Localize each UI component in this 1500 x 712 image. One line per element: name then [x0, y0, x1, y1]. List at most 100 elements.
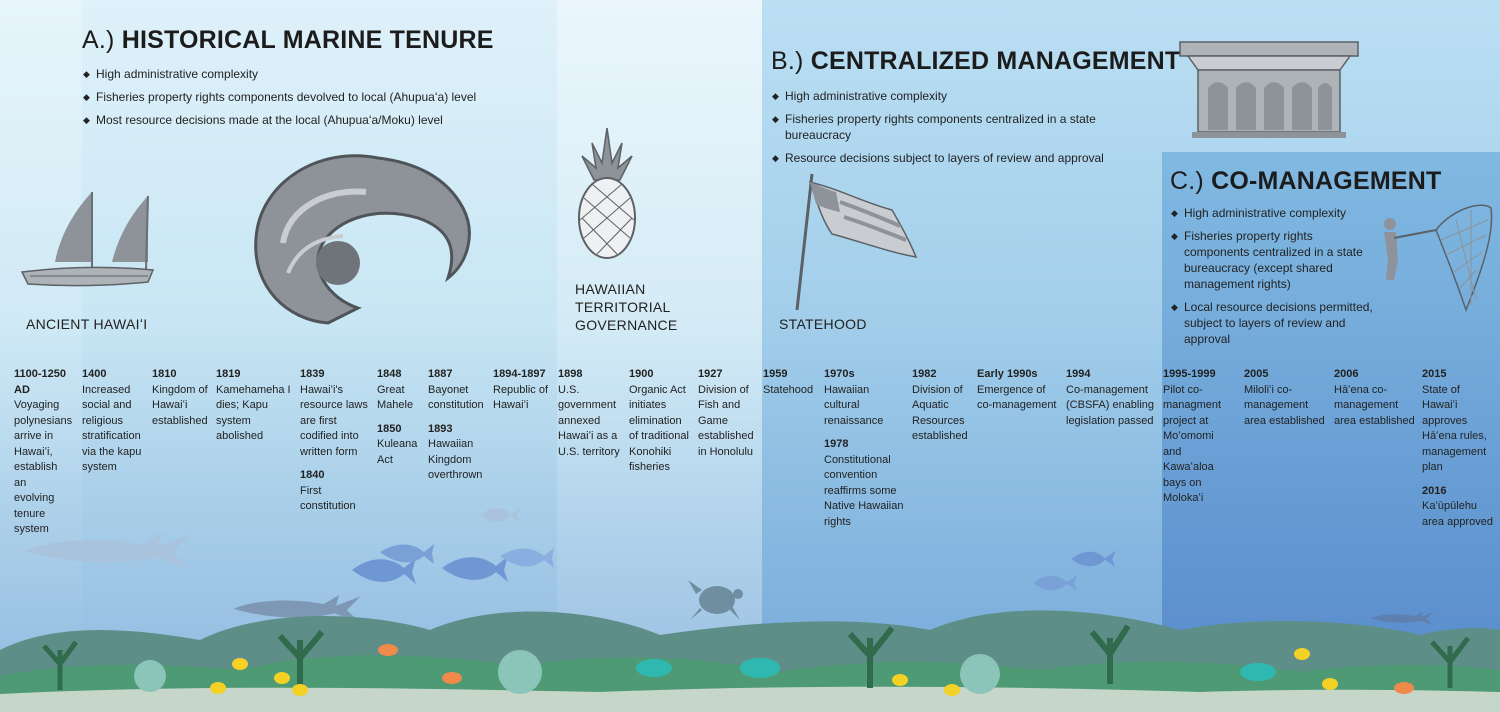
section-b-prefix: B.) [771, 47, 804, 75]
event-year: 1819 [216, 368, 241, 380]
bullet: ◆High administrative complexity [1171, 206, 1347, 220]
timeline-event: 1927 Division of Fish and Game establish… [698, 367, 758, 460]
event-text: Hawaiian cultural renaissance [824, 383, 884, 427]
shark-icon [24, 533, 190, 569]
event-year: 1982 [912, 368, 937, 380]
turtle-icon [688, 580, 743, 620]
timeline-event: 1848 Great Mahele 1850 Kuleana Act [377, 367, 423, 468]
event-text: Hawaiʻi's resource laws are first codifi… [300, 383, 368, 458]
timeline-event: 1898 U.S. government annexed Hawaiʻi as … [558, 367, 622, 460]
section-c-prefix: C.) [1170, 167, 1204, 195]
event-year: 2005 [1244, 368, 1269, 380]
event-text: Organic Act initiates elimination of tra… [629, 383, 689, 474]
event-year: 1995-1999 [1163, 368, 1216, 380]
event-text: Kamehameha I dies; Kapu system abolished [216, 383, 291, 443]
bullet-text: Local resource decisions permitted, subj… [1184, 300, 1373, 346]
event-year: Early 1990s [977, 368, 1038, 380]
timeline-event: 1959 Statehood [763, 367, 819, 398]
event-year: 1810 [152, 368, 177, 380]
bullet: ◆High administrative complexity [83, 67, 259, 81]
event-year: 1970s [824, 368, 855, 380]
fish-icon [352, 544, 554, 584]
timeline-event: 1100-1250 AD Voyaging polynesians arrive… [14, 367, 73, 538]
event-text: First constitution [300, 484, 356, 513]
capitol-building-icon [1179, 41, 1359, 138]
event-text: Division of Fish and Game established in… [698, 383, 754, 458]
event-text: Kuleana Act [377, 438, 418, 466]
timeline-event: 2005 Miloliʻi co-management area establi… [1244, 367, 1328, 429]
timeline-event: 1900 Organic Act initiates elimination o… [629, 367, 693, 476]
timeline-event: 1970s Hawaiian cultural renaissance 1978… [824, 367, 906, 530]
event-text: Pilot co-managment project at Moʻomomi a… [1163, 383, 1222, 505]
shark-icon [233, 595, 361, 623]
event-text: Division of Aquatic Resources establishe… [912, 383, 968, 443]
timeline-event: 1887 Bayonet constitution 1893 Hawaiian … [428, 367, 488, 484]
event-year: 1898 [558, 368, 583, 380]
flag-icon [795, 173, 918, 311]
bullet-text: Most resource decisions made at the loca… [96, 113, 443, 127]
timeline-event: 2006 Hāʻena co-management area establish… [1334, 367, 1418, 429]
section-a-prefix: A.) [82, 26, 115, 54]
event-text: Increased social and religious stratific… [82, 383, 142, 474]
event-year: 1894-1897 [493, 368, 546, 380]
section-b-bullets: ◆High administrative complexity ◆Fisheri… [771, 88, 1161, 173]
section-a-bullets: ◆High administrative complexity ◆Fisheri… [82, 66, 552, 135]
timeline-event: Early 1990s Emergence of co-management [977, 367, 1061, 414]
event-year: 1848 [377, 368, 402, 380]
bullet-text: Resource decisions subject to layers of … [785, 151, 1104, 165]
bullet-text: Fisheries property rights components cen… [785, 112, 1096, 142]
event-year: 1850 [377, 422, 402, 435]
section-c-title-text: CO-MANAGEMENT [1211, 167, 1442, 195]
event-text: Emergence of co-management [977, 383, 1057, 412]
bullet-text: High administrative complexity [785, 89, 948, 103]
event-text: Kingdom of Hawaiʻi established [152, 383, 208, 427]
event-year: 1839 [300, 368, 325, 380]
bullet-text: High administrative complexity [96, 67, 259, 81]
event-text: Kaʻūpūlehu area approved [1422, 500, 1493, 528]
fish-icon [1033, 574, 1078, 592]
event-year: 2006 [1334, 368, 1359, 380]
event-text: Statehood [763, 383, 814, 396]
bullet: ◆Resource decisions subject to layers of… [772, 151, 1104, 165]
bullet: ◆Local resource decisions permitted, sub… [1171, 300, 1373, 346]
section-b-title-text: CENTRALIZED MANAGEMENT [810, 47, 1181, 75]
timeline-event: 1982 Division of Aquatic Resources estab… [912, 367, 972, 445]
pineapple-icon [578, 128, 636, 259]
event-text: U.S. government annexed Hawaiʻi as a U.S… [558, 383, 620, 458]
event-text: Voyaging polynesians arrive in Hawaiʻi, … [14, 399, 73, 535]
timeline-event: 2015 State of Hawaiʻi approves Hāʻena ru… [1422, 367, 1494, 530]
timeline-event: 1810 Kingdom of Hawaiʻi established [152, 367, 212, 429]
shark-icon [1370, 611, 1434, 626]
net-fisher-icon [1384, 204, 1493, 313]
event-year: 1887 [428, 368, 453, 380]
event-text: Republic of Hawaiʻi [493, 383, 549, 412]
fish-icon [1071, 550, 1116, 568]
timeline-event: 1894-1897 Republic of Hawaiʻi [493, 367, 555, 414]
timeline-event: 1994 Co-management (CBSFA) enabling legi… [1066, 367, 1160, 429]
event-year: 1927 [698, 368, 723, 380]
event-text: Hawaiian Kingdom overthrown [428, 438, 483, 481]
timeline-event: 1819 Kamehameha I dies; Kapu system abol… [216, 367, 294, 445]
bullet-text: High administrative complexity [1184, 206, 1347, 220]
event-text: Co-management (CBSFA) enabling legislati… [1066, 383, 1155, 427]
bullet: ◆Fisheries property rights components ce… [772, 112, 1096, 142]
era-statehood-label: STATEHOOD [779, 316, 867, 332]
fish-icon [480, 507, 521, 523]
fishhook-icon [254, 154, 471, 325]
event-text: Hāʻena co-management area established [1334, 383, 1415, 427]
section-a-title: A.) HISTORICAL MARINE TENURE [82, 26, 494, 55]
event-year: 1893 [428, 422, 453, 435]
band-ancient [0, 0, 82, 712]
event-year: 1959 [763, 368, 788, 380]
event-text: Great Mahele [377, 383, 414, 412]
event-year: 1900 [629, 368, 654, 380]
timeline-event: 1995-1999 Pilot co-managment project at … [1163, 367, 1235, 507]
event-year: 2015 [1422, 368, 1447, 380]
timeline-event: 1400 Increased social and religious stra… [82, 367, 142, 476]
bullet: ◆High administrative complexity [772, 89, 948, 103]
era-ancient-label: ANCIENT HAWAIʻI [26, 316, 148, 332]
section-a-title-text: HISTORICAL MARINE TENURE [121, 26, 494, 54]
section-b-title: B.) CENTRALIZED MANAGEMENT [771, 47, 1180, 76]
section-c-title: C.) CO-MANAGEMENT [1170, 167, 1441, 196]
